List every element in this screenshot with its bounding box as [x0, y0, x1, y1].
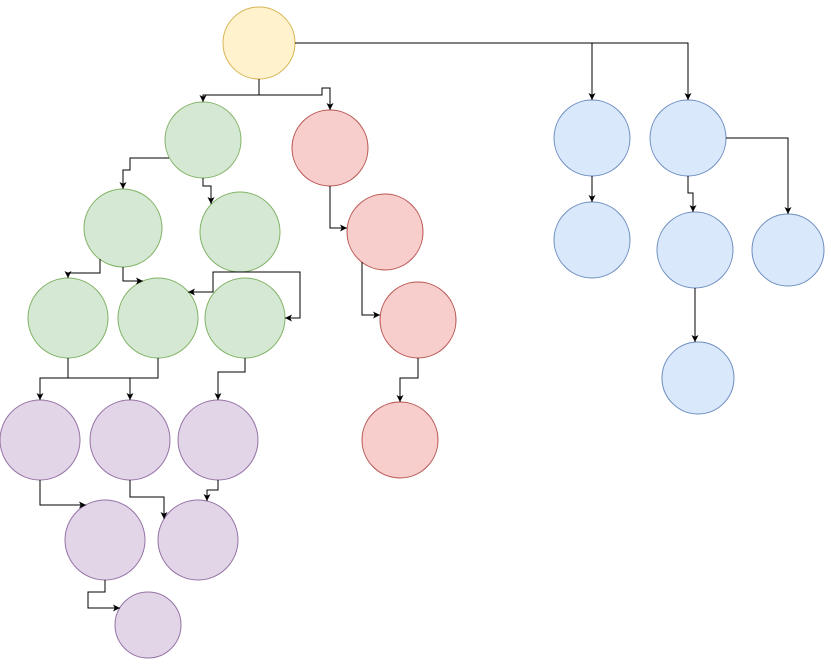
diagram-node-blue-2: [649, 99, 727, 177]
diagram-edge-purple-4-to-purple-6: [87, 580, 120, 612]
diagram-edge-blue-2-to-blue-4: [687, 176, 697, 212]
diagram-edge-green-1-to-green-2: [119, 157, 169, 189]
diagram-edge-red-2-to-red-3: [361, 262, 380, 319]
diagram-node-blue-6: [661, 341, 735, 415]
diagram-node-blue-3: [553, 201, 631, 279]
diagram-node-blue-1: [553, 99, 631, 177]
diagram-edge-red-3-to-red-4: [396, 358, 419, 402]
diagram-node-purple-1: [0, 399, 81, 481]
diagram-edge-root-to-red-1: [259, 87, 334, 110]
diagram-node-purple-3: [177, 399, 259, 481]
diagram-node-purple-6: [114, 591, 182, 659]
diagram-edge-green-3-to-green-5: [188, 271, 240, 296]
diagram-node-purple-2: [89, 399, 171, 481]
diagram-edge-root-to-blue-2: [295, 42, 692, 100]
diagram-node-red-2: [346, 193, 424, 271]
diagram-node-green-2: [83, 188, 163, 268]
diagram-node-green-6: [204, 277, 286, 359]
diagram-node-purple-5: [157, 499, 239, 581]
diagram-node-green-1: [164, 101, 242, 179]
diagram-edge-green-2-to-green-5: [122, 267, 143, 285]
diagram-node-blue-4: [656, 211, 734, 289]
diagram-node-purple-4: [64, 499, 146, 581]
diagram-edge-green-6-to-purple-3: [214, 358, 246, 400]
diagram-edge-green-2-to-green-4: [64, 259, 101, 278]
edges-layer: [36, 42, 792, 612]
diagram-node-green-3: [199, 191, 281, 273]
diagram-node-red-1: [291, 109, 369, 187]
diagram-node-green-4: [27, 277, 109, 359]
diagram-edge-purple-1-to-purple-4: [39, 480, 86, 509]
nodes-layer: [0, 6, 825, 659]
diagram-edge-purple-3-to-purple-5: [203, 480, 219, 501]
diagram-node-root: [222, 6, 296, 80]
diagram-edge-green-3-to-green-6: [240, 271, 301, 322]
diagram-edge-green-1-to-green-3: [202, 178, 215, 204]
diagram-edge-purple-2-to-purple-5: [129, 480, 168, 519]
diagram-node-green-5: [117, 277, 199, 359]
diagram-node-blue-5: [751, 213, 825, 287]
diagram-edge-green-4-to-purple-2: [67, 358, 134, 400]
diagram-node-red-4: [361, 401, 439, 479]
diagram-edge-red-1-to-red-2: [329, 186, 347, 232]
diagram-edge-blue-2-to-blue-5: [726, 137, 792, 214]
diagram-edge-root-to-green-1: [199, 79, 260, 102]
diagram-edge-green-5-to-purple-1: [36, 358, 159, 400]
diagram-node-red-3: [379, 281, 457, 359]
